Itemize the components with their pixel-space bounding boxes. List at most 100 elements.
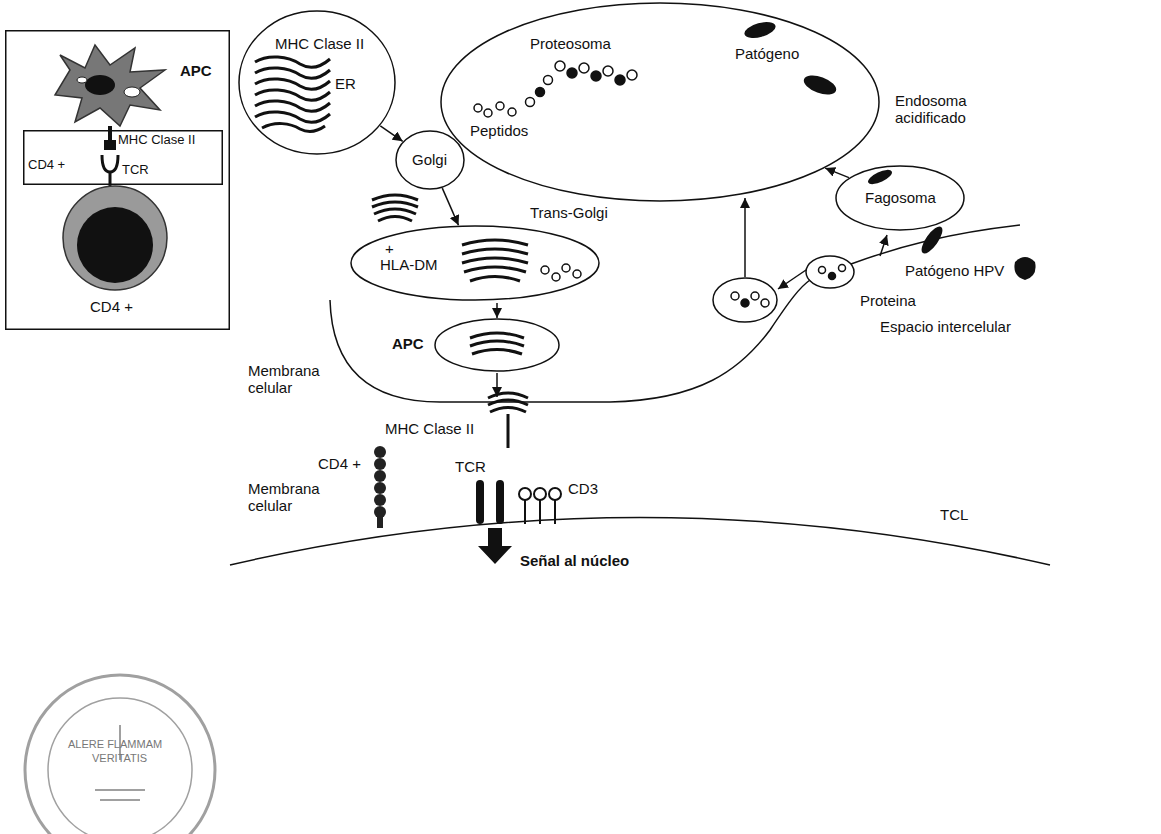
- cd4-coreceptor: [374, 494, 386, 506]
- annotation-label: Membrana celular: [248, 362, 328, 397]
- compartment-ellipse: ProteosomaPatógenoPeptidosEndosoma acidi…: [440, 2, 880, 202]
- cd4-coreceptor: [374, 446, 386, 528]
- vesicle: [713, 256, 854, 322]
- apc-membrane: [330, 280, 810, 402]
- proteasome: [579, 63, 589, 73]
- node-label: Golgi: [412, 151, 447, 168]
- compartment-ellipse: Trans-Golgi+HLA-DM: [350, 225, 600, 301]
- proteasome: [567, 68, 577, 78]
- protein-beads: [761, 299, 769, 307]
- transport-arrow: [496, 303, 498, 318]
- cd4-cell: [77, 207, 153, 283]
- tcr-receptor: [476, 480, 484, 524]
- golgi-stack: [470, 277, 520, 282]
- cd4-coreceptor: [374, 458, 386, 470]
- hpv-pathogen: [1014, 257, 1035, 280]
- er-stack: [262, 124, 325, 132]
- annotation-label: Proteina: [860, 292, 916, 309]
- golgi-stack: [462, 249, 528, 254]
- cd4-coreceptor: [374, 482, 386, 494]
- protein-beads: [741, 299, 749, 307]
- flow-arrow: [380, 126, 402, 141]
- mhc-molecule: [488, 393, 528, 448]
- cd3-complex: [519, 488, 561, 524]
- protein-beads: [751, 292, 759, 300]
- annotation-label: APC: [392, 335, 424, 352]
- node-label: CD4 +: [90, 298, 133, 315]
- signal-arrow: [478, 528, 512, 564]
- mhc-vesicle: [435, 319, 559, 371]
- transport-arrow: [744, 198, 746, 277]
- cd4-coreceptor: [374, 446, 386, 458]
- cd4-coreceptor: [377, 512, 383, 528]
- peptides: [474, 104, 482, 112]
- peptides: [474, 102, 516, 117]
- node-outline: [351, 226, 599, 300]
- node-outline: [6, 31, 230, 330]
- annotation-label: Espacio intercelular: [880, 318, 1011, 335]
- node-label: MHC Clase II: [118, 133, 195, 148]
- node-outline: [441, 3, 879, 201]
- cd3-complex: [519, 488, 531, 500]
- signal-arrow: [478, 528, 512, 564]
- golgi-stack: [462, 240, 528, 245]
- golgi-stack: [462, 240, 528, 281]
- node-label: Patógeno: [735, 45, 799, 62]
- mhc-tcr-contact: [102, 126, 118, 186]
- annotation-label: TCL: [940, 506, 968, 523]
- transport-arrow: [497, 198, 887, 397]
- tcr-receptor: [496, 480, 504, 524]
- annotation-label: CD4 +: [318, 455, 361, 472]
- node-label: +: [385, 240, 394, 257]
- mhc-tcr-contact: [102, 155, 118, 172]
- er-stack: [255, 79, 330, 89]
- annotation-label: Membrana celular: [248, 480, 328, 515]
- panel-box: MHC Clase II CD4 + TCR: [23, 130, 223, 185]
- golgi-stack: [378, 217, 412, 222]
- protein-beads: [731, 265, 846, 308]
- apc-cell: [55, 45, 165, 126]
- flow-arrow: [825, 168, 849, 178]
- protein-beads: [839, 265, 846, 272]
- mhc-tcr-contact: [104, 140, 116, 150]
- node-label: Trans-Golgi: [530, 204, 608, 221]
- protein-beads: [731, 292, 739, 300]
- node-outline: [836, 166, 964, 230]
- peptides: [573, 270, 581, 278]
- node-label: APC: [180, 62, 212, 79]
- node-label: HLA-DM: [380, 256, 438, 273]
- node-label: TCR: [122, 163, 149, 178]
- er-stack: [255, 112, 330, 122]
- proteasome: [603, 66, 613, 76]
- mhc-tcr-contact: [108, 126, 112, 142]
- mhc-vesicle: [470, 341, 524, 346]
- proteasome: [526, 98, 535, 107]
- apc-cell: [77, 77, 87, 83]
- cd4-coreceptor: [374, 470, 386, 482]
- seal-watermark: [48, 698, 192, 834]
- peptides: [541, 266, 549, 274]
- tcr-receptor: [476, 480, 504, 524]
- er-stack: [255, 101, 330, 111]
- node-outline: [440, 2, 880, 202]
- mhc-molecule: [488, 393, 528, 398]
- apc-cell: [85, 75, 115, 95]
- compartment-ellipse: Golgi: [395, 130, 465, 190]
- pathogen: [743, 19, 894, 187]
- proteasome: [615, 75, 625, 85]
- golgi-stack: [464, 267, 526, 272]
- cd3-complex: [524, 500, 526, 524]
- mhc-molecule: [490, 408, 526, 413]
- seal-watermark: [25, 675, 215, 834]
- golgi-stack: [372, 195, 418, 200]
- mhc-vesicle: [472, 350, 522, 355]
- golgi-stack: [462, 258, 528, 263]
- compartment-ellipse: Fagosoma: [835, 165, 965, 231]
- tcl-membrane: [230, 518, 1050, 566]
- compartment-ellipse: MHC Clase IIER: [238, 10, 396, 155]
- node-label: CD4 +: [28, 158, 65, 173]
- proteasome: [544, 76, 553, 85]
- flow-arrow: [442, 188, 458, 225]
- apc-cell: [55, 45, 165, 126]
